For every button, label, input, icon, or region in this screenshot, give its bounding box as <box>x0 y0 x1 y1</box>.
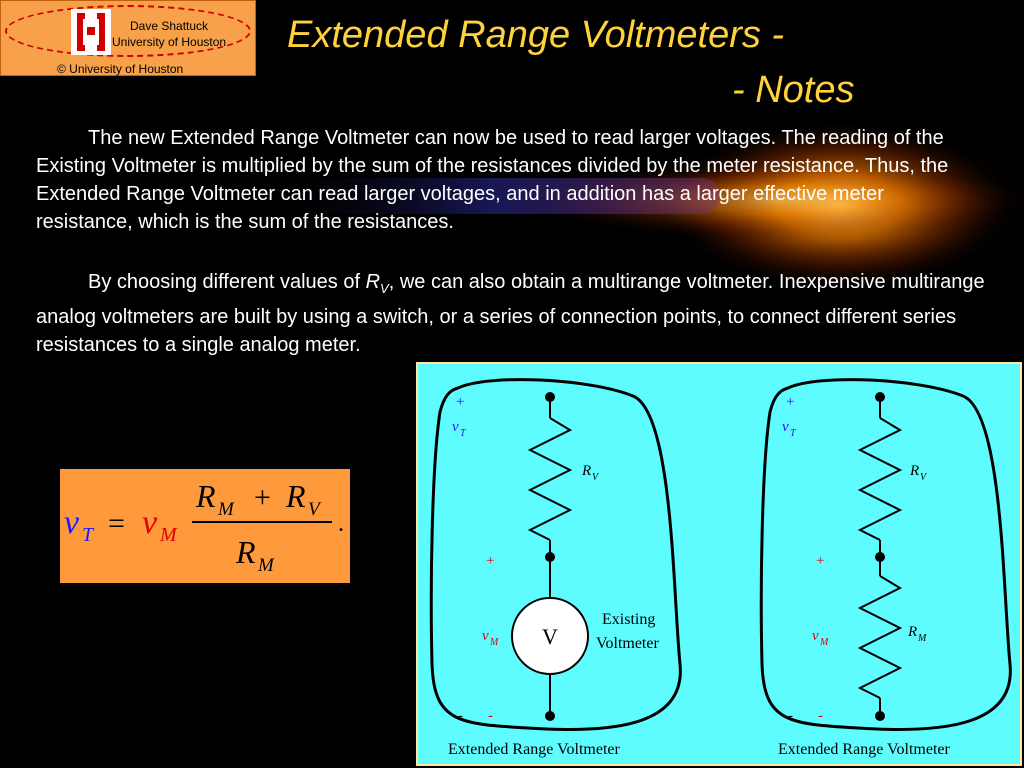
logo-box: Dave Shattuck University of Houston © Un… <box>0 0 256 76</box>
right-vm-sub: M <box>819 637 829 648</box>
eq-den: R <box>235 534 256 570</box>
logo-copyright: © University of Houston <box>57 62 184 76</box>
eq-plus: + <box>254 481 271 514</box>
left-vm-sub: M <box>489 637 499 648</box>
right-minus-b: - <box>818 708 823 724</box>
eq-period: . <box>338 511 344 537</box>
paragraph-2-pre: By choosing different values of <box>88 271 366 293</box>
left-meter-symbol: V <box>542 624 558 649</box>
right-vm: v <box>812 628 819 644</box>
circuit-panel: V + v T R V + v M Existing Voltmeter - -… <box>416 362 1022 766</box>
eq-num-b-sub: V <box>308 499 322 520</box>
right-node-bottom <box>875 711 885 721</box>
right-circuit: + v T R V + v M R M - - Extended Range V… <box>759 378 1012 758</box>
left-minus-b: - <box>488 708 493 724</box>
right-minus-a: - <box>788 708 793 724</box>
right-rm: R <box>907 624 917 640</box>
eq-rhs: v <box>142 504 158 541</box>
paragraph-1: The new Extended Range Voltmeter can now… <box>36 124 986 236</box>
left-rv: R <box>581 463 591 479</box>
right-rm-sub: M <box>917 633 927 644</box>
left-vt-sub: T <box>460 428 467 439</box>
eq-den-sub: M <box>257 555 275 576</box>
slide-title-line-1: Extended Range Voltmeters - <box>287 14 785 56</box>
paragraph-2-post: , we can also obtain a multirange voltme… <box>36 271 985 356</box>
right-circuit-boundary <box>759 378 1012 731</box>
left-minus-a: - <box>458 708 463 724</box>
left-caption: Extended Range Voltmeter <box>448 741 620 758</box>
eq-num-b: R <box>285 478 306 514</box>
left-circuit-boundary <box>429 378 682 731</box>
left-plus-top: + <box>456 394 464 410</box>
eq-equals: = <box>108 507 125 540</box>
paragraph-2: By choosing different values of RV, we c… <box>36 268 986 359</box>
equation-box: v T = v M R M + R V R M . <box>60 469 350 583</box>
logo-institution: University of Houston <box>112 35 227 49</box>
eq-lhs: v <box>64 504 80 541</box>
right-plus-top: + <box>786 394 794 410</box>
eq-lhs-sub: T <box>82 524 95 546</box>
left-vt: v <box>452 419 459 435</box>
right-rv-sub: V <box>920 472 928 483</box>
right-vt: v <box>782 419 789 435</box>
left-plus-mid: + <box>486 553 494 569</box>
left-rv-sub: V <box>592 472 600 483</box>
eq-num-a: R <box>195 478 216 514</box>
equation-formula: v T = v M R M + R V R M . <box>64 478 344 576</box>
left-vm: v <box>482 628 489 644</box>
right-caption: Extended Range Voltmeter <box>778 741 950 758</box>
right-resistor-rv <box>857 417 903 541</box>
paragraph-2-var: R <box>365 271 381 293</box>
paragraph-2-var-sub: V <box>380 281 389 296</box>
left-meter-label-2: Voltmeter <box>596 635 659 652</box>
left-resistor-rv <box>527 417 573 541</box>
paragraph-1-text: The new Extended Range Voltmeter can now… <box>36 127 949 233</box>
right-plus-mid: + <box>816 553 824 569</box>
eq-rhs-sub: M <box>159 524 178 546</box>
right-rv: R <box>909 463 919 479</box>
left-meter-label-1: Existing <box>602 611 655 628</box>
logo-dashed-ring <box>5 5 251 57</box>
slide-title-line-2: - Notes <box>732 69 855 111</box>
logo-author: Dave Shattuck <box>130 19 209 33</box>
circuit-diagrams: V + v T R V + v M Existing Voltmeter - -… <box>429 378 1012 758</box>
right-vt-sub: T <box>790 428 797 439</box>
left-node-bottom <box>545 711 555 721</box>
left-circuit: V + v T R V + v M Existing Voltmeter - -… <box>429 378 682 758</box>
right-resistor-rm <box>857 575 903 699</box>
eq-num-a-sub: M <box>217 499 235 520</box>
uh-logo-icon <box>71 9 111 55</box>
